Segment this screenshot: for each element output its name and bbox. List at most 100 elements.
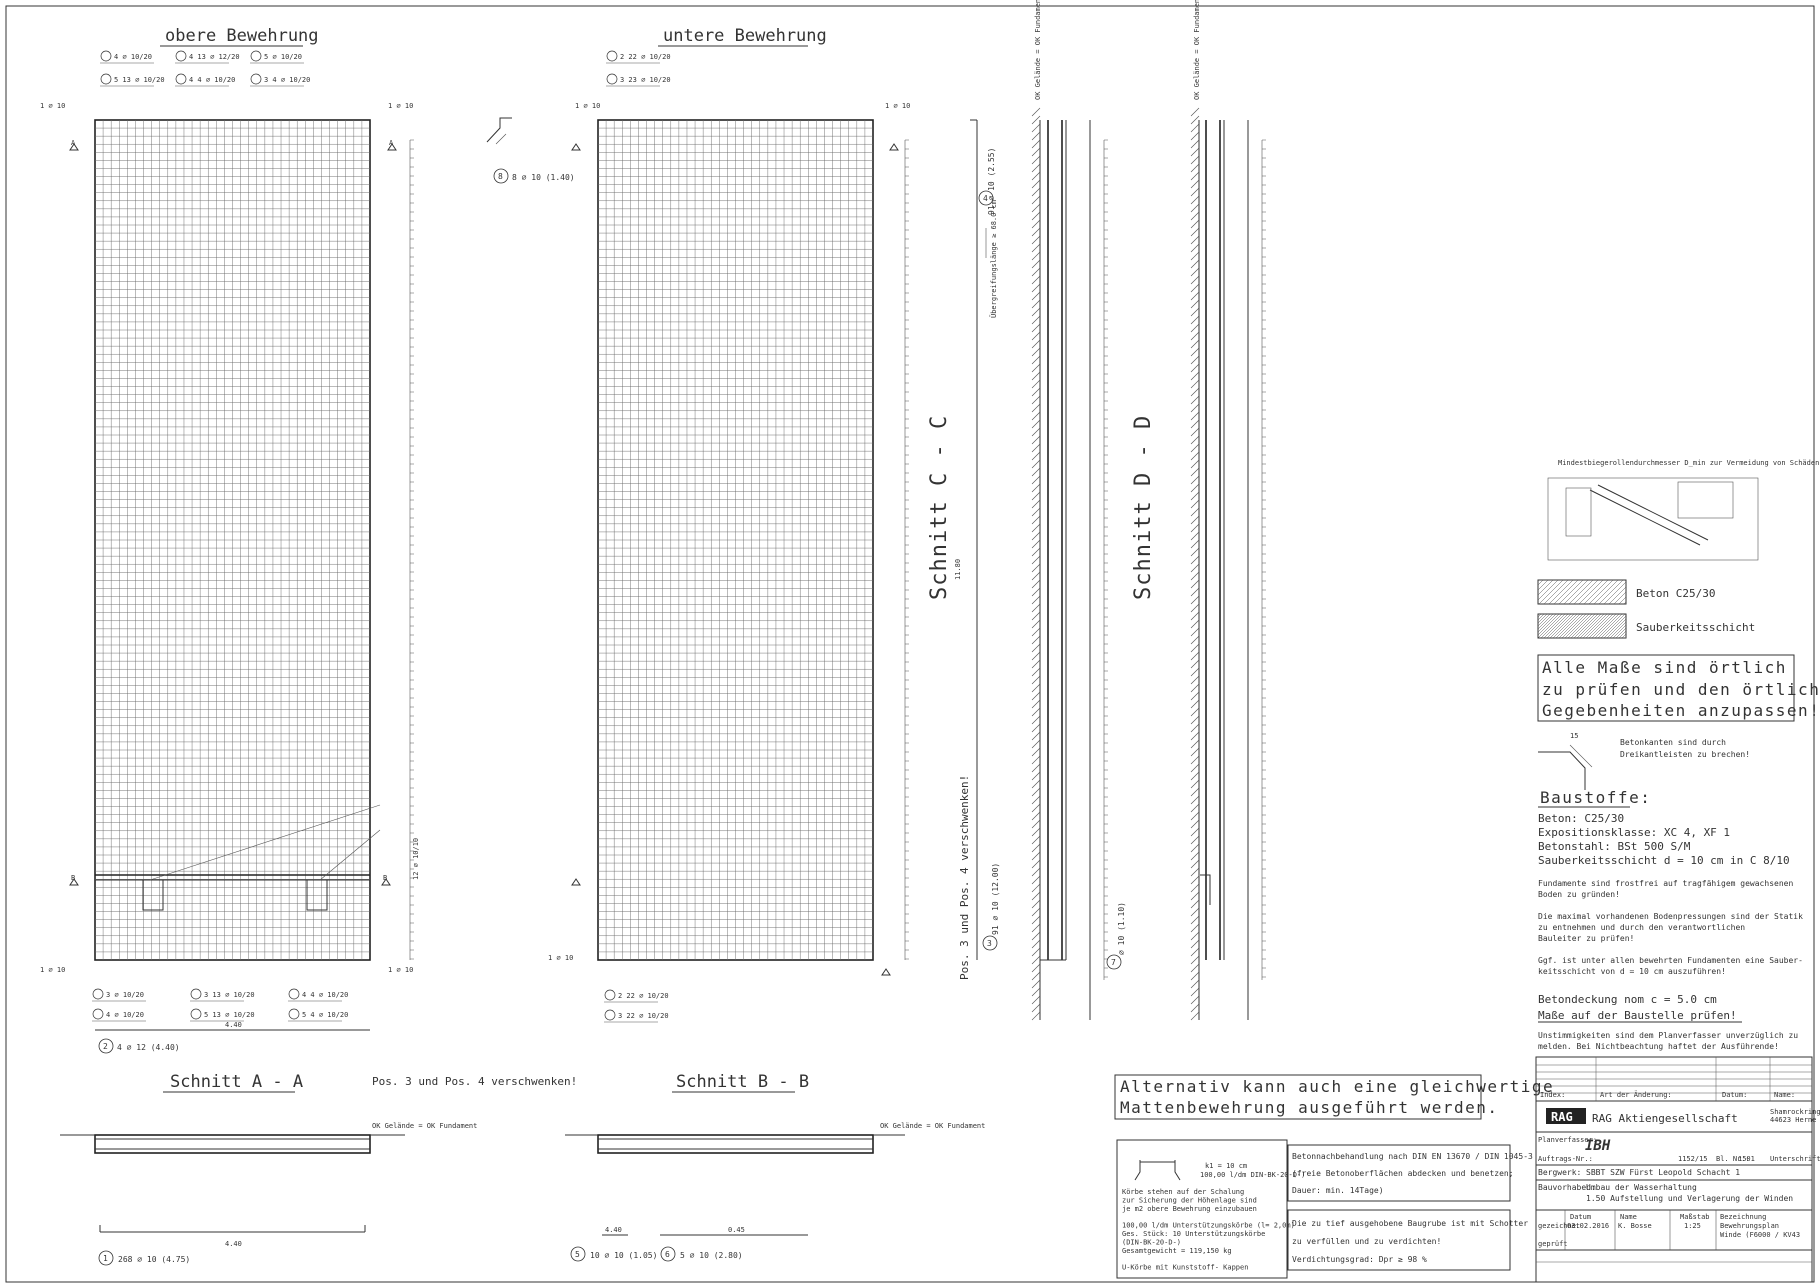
soil-hatch: [1190, 971, 1200, 981]
rebar-callout: 2 22 ⌀ 10/20: [620, 53, 671, 61]
name-col-label: Name: [1620, 1213, 1637, 1221]
soil-hatch: [1190, 635, 1200, 645]
notice-line-1: Alle Maße sind örtlich: [1542, 658, 1787, 677]
svg-text:7: 7: [1111, 958, 1116, 967]
swatch-hatch: [1598, 579, 1624, 605]
swatch-hatch: [1537, 579, 1549, 591]
corner-label-br: 1 ⌀ 10: [388, 966, 413, 974]
pos8-label: 8 ⌀ 10 (1.40): [512, 173, 575, 182]
sheet-no: 1501: [1738, 1155, 1755, 1163]
soil-hatch: [1190, 411, 1200, 421]
basket-dim-1: k1 = 10 cm: [1205, 1162, 1247, 1170]
edge-dim: 15: [1570, 732, 1578, 740]
soil-hatch: [1190, 747, 1200, 757]
basket-line: Ges. Stück: 10 Unterstützungskörbe: [1122, 1230, 1265, 1238]
desc-label: Bezeichnung: [1720, 1213, 1766, 1221]
soil-hatch: [1031, 787, 1041, 797]
project-label: Bauvorhaben:: [1538, 1183, 1596, 1192]
soil-hatch: [1031, 835, 1041, 845]
checked-label: geprüft: [1538, 1240, 1568, 1248]
soil-hatch: [1190, 675, 1200, 685]
soil-hatch: [1031, 755, 1041, 765]
address-2: 44623 Herne: [1770, 1116, 1816, 1124]
soil-hatch: [1190, 339, 1200, 349]
soil-hatch: [1031, 843, 1041, 853]
position-bubble: [288, 988, 300, 1000]
top-plan-ruler: [409, 139, 414, 960]
material-note-line: Boden zu gründen!: [1538, 890, 1620, 899]
alt-notice-line-2: Mattenbewehrung ausgeführt werden.: [1120, 1098, 1499, 1117]
soil-hatch: [1031, 331, 1041, 341]
soil-hatch: [1031, 683, 1041, 693]
support-baskets-box: k1 = 10 cm 100,00 l/dm DIN-BK-20-D-) Kör…: [1116, 1139, 1305, 1279]
soil-hatch: [1190, 491, 1200, 501]
soil-hatch: [1190, 667, 1200, 677]
cc-soil-hatch: [1031, 107, 1041, 1021]
soil-hatch: [1031, 435, 1041, 445]
soil-hatch: [1031, 139, 1041, 149]
soil-hatch: [1190, 931, 1200, 941]
rebar-callout: 5 4 ⌀ 10/20: [302, 1011, 348, 1019]
swatch-hatch: [1538, 579, 1564, 605]
soil-hatch: [1190, 283, 1200, 293]
basket-line: (DIN-BK-20-D-): [1122, 1238, 1181, 1246]
soil-hatch: [1031, 643, 1041, 653]
swatch-hatch: [1609, 621, 1627, 639]
soil-hatch: [1031, 163, 1041, 173]
dd-soil-hatch: [1190, 107, 1200, 1021]
soil-hatch: [1031, 747, 1041, 757]
corner-label-tl: 1 ⌀ 10: [40, 102, 65, 110]
swatch-hatch: [1558, 579, 1584, 605]
marker-b-right: B: [383, 874, 387, 882]
soil-hatch: [1031, 227, 1041, 237]
soil-hatch: [1190, 499, 1200, 509]
soil-hatch: [1031, 451, 1041, 461]
soil-hatch: [1031, 491, 1041, 501]
backfill-box: Die zu tief ausgehobene Baugrube ist mit…: [1287, 1209, 1528, 1271]
warning-line-2: melden. Bei Nichtbeachtung haftet der Au…: [1538, 1042, 1779, 1051]
pos8-detail: 8 8 ⌀ 10 (1.40): [486, 117, 575, 184]
soil-hatch: [1031, 251, 1041, 261]
soil-hatch: [1031, 859, 1041, 869]
cc-pos3-label: 91 ⌀ 10 (12.00): [991, 863, 1000, 935]
bending-detail: [1547, 477, 1759, 561]
soil-hatch: [1031, 971, 1041, 981]
soil-hatch: [1031, 363, 1041, 373]
swatch-hatch: [1537, 579, 1559, 601]
pos2-label: 4 ⌀ 12 (4.40): [117, 1043, 180, 1052]
alt-notice-line-1: Alternativ kann auch eine gleichwertige: [1120, 1077, 1554, 1096]
soil-hatch: [1190, 787, 1200, 797]
swatch-hatch: [1597, 613, 1623, 639]
rag-logo-text: RAG: [1551, 1110, 1573, 1124]
soil-hatch: [1190, 875, 1200, 885]
pos5-label: 10 ⌀ 10 (1.05): [590, 1251, 657, 1260]
position-bubble: [175, 73, 187, 85]
position-bubble: [606, 73, 618, 85]
soil-hatch: [1031, 547, 1041, 557]
dd-top-ok: OK Gelände = OK Fundament: [1193, 0, 1201, 100]
soil-hatch: [1031, 803, 1041, 813]
company-name: RAG Aktiengesellschaft: [1592, 1112, 1738, 1125]
project-line-2: 1.50 Aufstellung und Verlagerung der Win…: [1586, 1194, 1793, 1203]
soil-hatch: [1031, 299, 1041, 309]
soil-hatch: [1031, 1003, 1041, 1013]
rebar-callout: 3 13 ⌀ 10/20: [204, 991, 255, 999]
soil-hatch: [1190, 683, 1200, 693]
position-bubble: [606, 50, 618, 62]
section-b-b: Schnitt B - B OK Gelände = OK Fundament …: [565, 1072, 985, 1262]
soil-hatch: [1190, 355, 1200, 365]
notice-box: [1537, 654, 1795, 722]
soil-hatch: [1190, 427, 1200, 437]
top-plan-mesh: [95, 120, 370, 960]
swatch-hatch: [1543, 613, 1569, 639]
material-line-4: Sauberkeitsschicht d = 10 cm in C 8/10: [1538, 854, 1790, 867]
swatch-hatch: [1594, 613, 1620, 639]
soil-hatch: [1031, 731, 1041, 741]
soil-hatch: [1190, 1011, 1200, 1021]
soil-hatch: [1031, 555, 1041, 565]
soil-hatch: [1031, 739, 1041, 749]
soil-hatch: [1190, 523, 1200, 533]
soil-hatch: [1190, 451, 1200, 461]
